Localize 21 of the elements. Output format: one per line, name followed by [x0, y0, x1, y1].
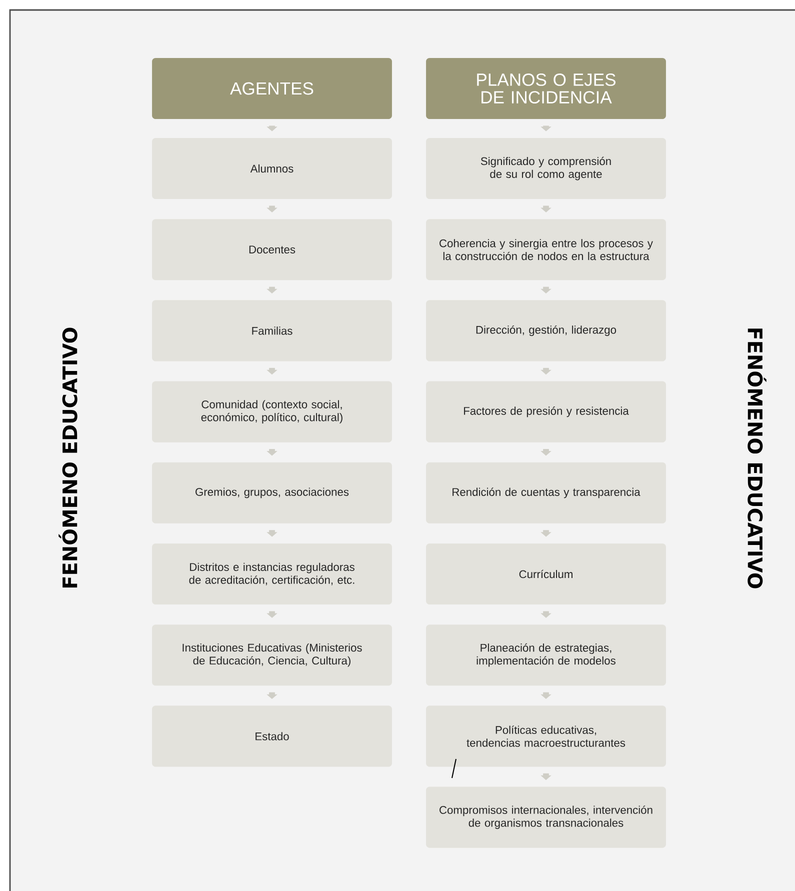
process-box: Compromisos internacionales, intervención de organismos transnacionales [426, 786, 666, 848]
process-box: Comunidad (contexto social, económico, político, cultural) [152, 381, 392, 442]
process-box: Estado [152, 706, 392, 767]
process-box: Significado y comprensión de su rol como agente [426, 138, 666, 200]
process-box: Dirección, gestión, liderazgo [426, 300, 666, 362]
header-box: AGENTES [152, 58, 392, 120]
process-box: Alumnos [152, 138, 392, 200]
process-box: Factores de presión y resistencia [426, 381, 666, 442]
process-box: Instituciones Educativas (Ministerios de Educación, Ciencia, Cultura) [152, 624, 392, 686]
process-box: Docentes [152, 219, 392, 280]
process-box: Familias [152, 300, 392, 362]
process-box: Distritos e instancias reguladoras de acreditación, certificación, etc. [152, 543, 392, 605]
process-box: Coherencia y sinergia entre los procesos y la construcción de nodos en la estructura [426, 219, 666, 280]
header-box: PLANOS O EJES DE INCIDENCIA [426, 58, 666, 120]
process-box: Planeación de estrategias, implementación de modelos [426, 624, 666, 686]
side-title: FENÓMENO EDUCATIVO [58, 328, 78, 588]
side-title: FENÓMENO EDUCATIVO [748, 328, 766, 588]
process-box: Currículum [426, 543, 666, 605]
process-box: Rendición de cuentas y transparencia [426, 462, 666, 524]
process-box: Políticas educativas, tendencias macroestructurantes [426, 706, 666, 767]
process-box: Gremios, grupos, asociaciones [152, 462, 392, 524]
